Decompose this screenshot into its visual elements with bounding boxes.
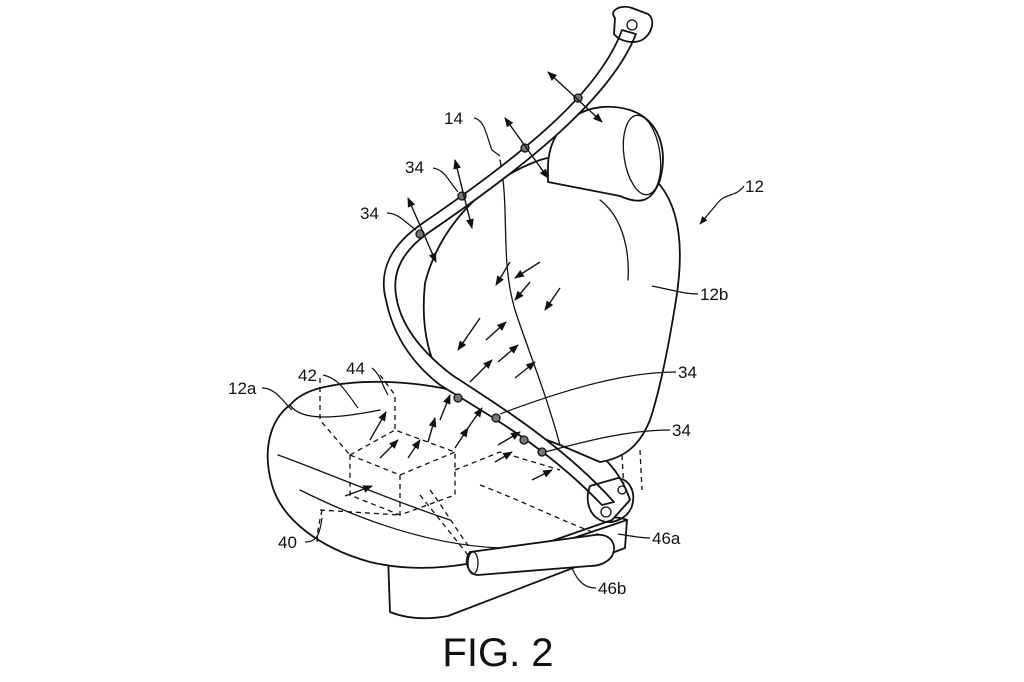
label-sensor-upper-2: 34 (360, 204, 379, 223)
figure-caption: FIG. 2 (442, 631, 553, 675)
duct-segment (465, 533, 615, 576)
label-sensor-lower-2: 34 (672, 421, 691, 440)
label-duct-a: 46a (652, 529, 681, 548)
label-module: 42 (298, 366, 317, 385)
label-sensor-upper-1: 34 (405, 158, 424, 177)
internal-module (316, 374, 601, 571)
label-seat: 12 (745, 177, 764, 196)
label-belt: 14 (444, 109, 463, 128)
reference-numerals: 14 34 34 12 12b 12a 42 44 34 34 40 46a 4… (228, 109, 764, 598)
sensor-points (407, 71, 603, 457)
label-housing: 44 (346, 359, 365, 378)
label-sensor-lower-1: 34 (678, 363, 697, 382)
label-controller: 40 (278, 533, 297, 552)
label-seat-cushion: 12a (228, 379, 257, 398)
label-seat-back: 12b (700, 285, 728, 304)
leader-lines (261, 117, 745, 589)
label-duct-b: 46b (598, 579, 626, 598)
